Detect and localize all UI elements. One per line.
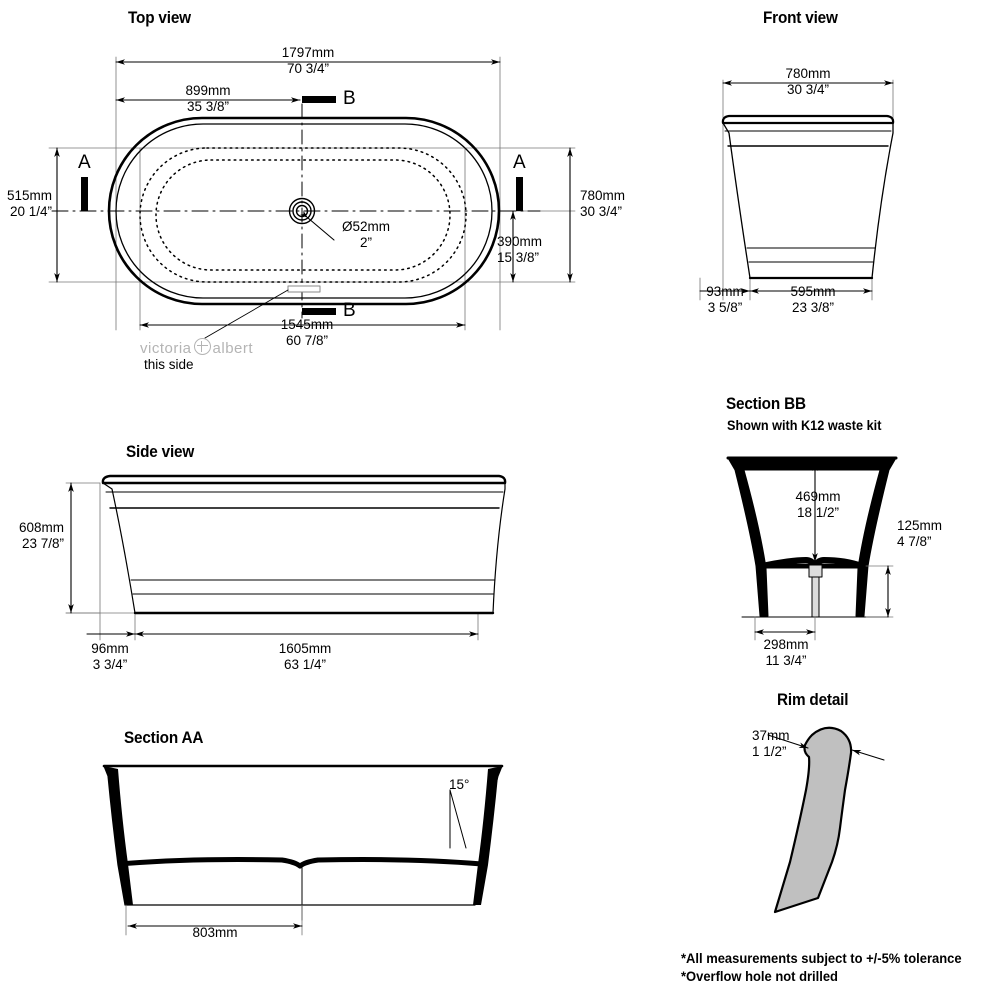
dim-overall-width: 780mm 30 3/4” xyxy=(580,188,626,219)
section-mark-b-bottom: B xyxy=(343,300,356,321)
section-bb-title: Section BB xyxy=(726,394,806,413)
front-view-geometry xyxy=(699,79,895,301)
brand-this-side-note: this side xyxy=(144,357,194,372)
dim-front-top-width: 780mm 30 3/4” xyxy=(785,66,831,97)
dim-bb-foot-height: 125mm 4 7/8” xyxy=(897,518,943,549)
dim-side-height: 608mm 23 7/8” xyxy=(18,520,64,551)
brand-word-albert: albert xyxy=(212,340,254,357)
side-view-title: Side view xyxy=(126,442,195,461)
section-mark-b-top: B xyxy=(343,88,356,109)
dim-bb-foot-span: 298mm 11 3/4” xyxy=(763,637,809,668)
section-aa-title: Section AA xyxy=(124,728,204,747)
dim-overall-length: 1797mm 70 3/4” xyxy=(281,45,335,76)
front-view-title: Front view xyxy=(763,8,838,27)
section-mark-a-right: A xyxy=(513,152,526,173)
dim-bb-internal-depth: 469mm 18 1/2” xyxy=(795,489,841,520)
section-bb-subtitle: Shown with K12 waste kit xyxy=(727,418,882,433)
dim-side-foot-offset: 96mm 3 3/4” xyxy=(91,641,129,672)
section-mark-a-left: A xyxy=(78,152,91,173)
brand-plus-icon xyxy=(193,338,211,355)
dim-front-base-width: 595mm 23 3/8” xyxy=(790,284,836,315)
brand-word-victoria: victoria xyxy=(140,340,192,357)
dim-inner-width: 515mm 20 1/4” xyxy=(6,188,52,219)
footnote-tolerance: *All measurements subject to +/-5% toler… xyxy=(681,951,962,966)
section-aa-geometry xyxy=(102,764,504,936)
dim-side-base-length: 1605mm 63 1/4” xyxy=(278,641,332,672)
dim-aa-wall-angle: 15° xyxy=(449,777,470,792)
top-view-title: Top view xyxy=(128,8,191,27)
rim-detail-title: Rim detail xyxy=(777,690,849,709)
dim-rim-thickness: 37mm 1 1/2” xyxy=(752,728,790,759)
dim-inner-length: 1545mm 60 7/8” xyxy=(280,317,334,348)
rim-detail-geometry xyxy=(767,726,885,914)
dim-waste-from-front: 390mm 15 3/8” xyxy=(497,234,543,265)
side-view-geometry xyxy=(65,474,507,641)
footnote-overflow: *Overflow hole not drilled xyxy=(681,969,838,984)
dim-aa-base-width: 803mm xyxy=(192,925,238,940)
top-view-geometry xyxy=(48,56,576,339)
section-bb-geometry xyxy=(726,456,898,641)
dim-waste-diameter: Ø52mm 2” xyxy=(341,219,390,250)
dim-front-foot-offset: 93mm 3 5/8” xyxy=(706,284,744,315)
brand-logo: victoria albert xyxy=(140,338,253,357)
dim-waste-from-left: 899mm 35 3/8” xyxy=(185,83,231,114)
